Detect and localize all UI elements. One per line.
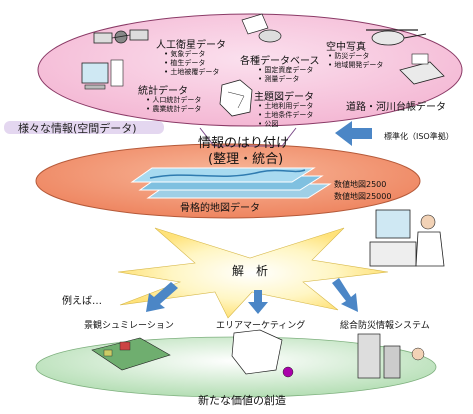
map-layer-top [130,167,316,183]
thematic-map-title: 主題図データ [254,92,314,103]
standardization-arrow [335,121,372,146]
scanner-icon [399,53,445,85]
statistics-title: 統計データ [138,86,188,97]
satellite-item: 気象データ [164,50,219,59]
analysis-burst [117,227,389,319]
stats-item: 農業統計データ [146,105,201,114]
satellite-icon [93,29,149,44]
digital-map-25000-label: 数値地図25000 [334,192,392,201]
satellite-data-title: 人工衛星データ [156,40,226,51]
database-list: 国定資産データ 測量データ [258,66,313,84]
aerial-item: 防災データ [328,52,383,61]
satellite-data-list: 気象データ 植生データ 土地被覆データ [164,50,219,77]
thematic-item: 公図 [258,120,313,129]
aerial-photo-title: 空中写真 [326,42,366,53]
database-item: 測量データ [258,75,313,84]
database-disk-icon [241,13,282,43]
arrow-to-landscape [146,282,178,312]
thematic-map-list: 土地利用データ 土地条件データ 公図 [258,102,313,129]
database-title: 各種データベース [240,56,320,67]
disaster-system-label: 総合防災情報システム [340,321,430,331]
stats-item: 人口統計データ [146,96,201,105]
digital-map-2500-label: 数値地図2500 [334,180,387,189]
spatial-data-bar [4,121,164,134]
map-road-line [149,169,306,179]
thematic-item: 土地条件データ [258,111,313,120]
thematic-map-icon [219,79,253,117]
standardization-label: 標準化（ISO準拠） [384,132,454,141]
spatial-data-label: 様々な情報(空間データ) [18,122,137,135]
landscape-model-icon [91,337,171,371]
satellite-item: 植生データ [164,59,219,68]
landscape-simulation-label: 景観シュミレーション [84,321,174,331]
area-marketing-label: エリアマーケティング [216,321,306,331]
statistics-list: 人口統計データ 農業統計データ [146,96,201,114]
database-item: 国定資産データ [258,66,313,75]
base-map-label: 骨格的地図データ [180,203,260,214]
example-label: 例えば… [62,296,102,307]
area-map-icon [231,329,294,378]
arrow-to-disaster-system [332,278,358,312]
arrow-to-area-marketing [248,290,268,314]
computer-icon [81,59,124,90]
analyst-workstation-icon [369,209,445,267]
new-value-label: 新たな価値の創造 [198,394,286,407]
funnel-bracket [199,127,297,147]
aerial-photo-list: 防災データ 地域開発データ [328,52,383,70]
road-river-title: 道路・河川台帳データ [346,102,446,113]
spatial-data-ellipse [37,13,463,127]
disaster-system-icon [357,333,425,379]
thematic-item: 土地利用データ [258,102,313,111]
aerial-item: 地域開発データ [328,61,383,70]
integration-label-line1: 情報のはり付け [198,136,290,151]
helicopter-icon [366,29,427,46]
integration-label-line2: (整理・統合) [208,152,284,167]
analysis-label: 解 析 [232,264,269,278]
satellite-item: 土地被覆データ [164,68,219,77]
